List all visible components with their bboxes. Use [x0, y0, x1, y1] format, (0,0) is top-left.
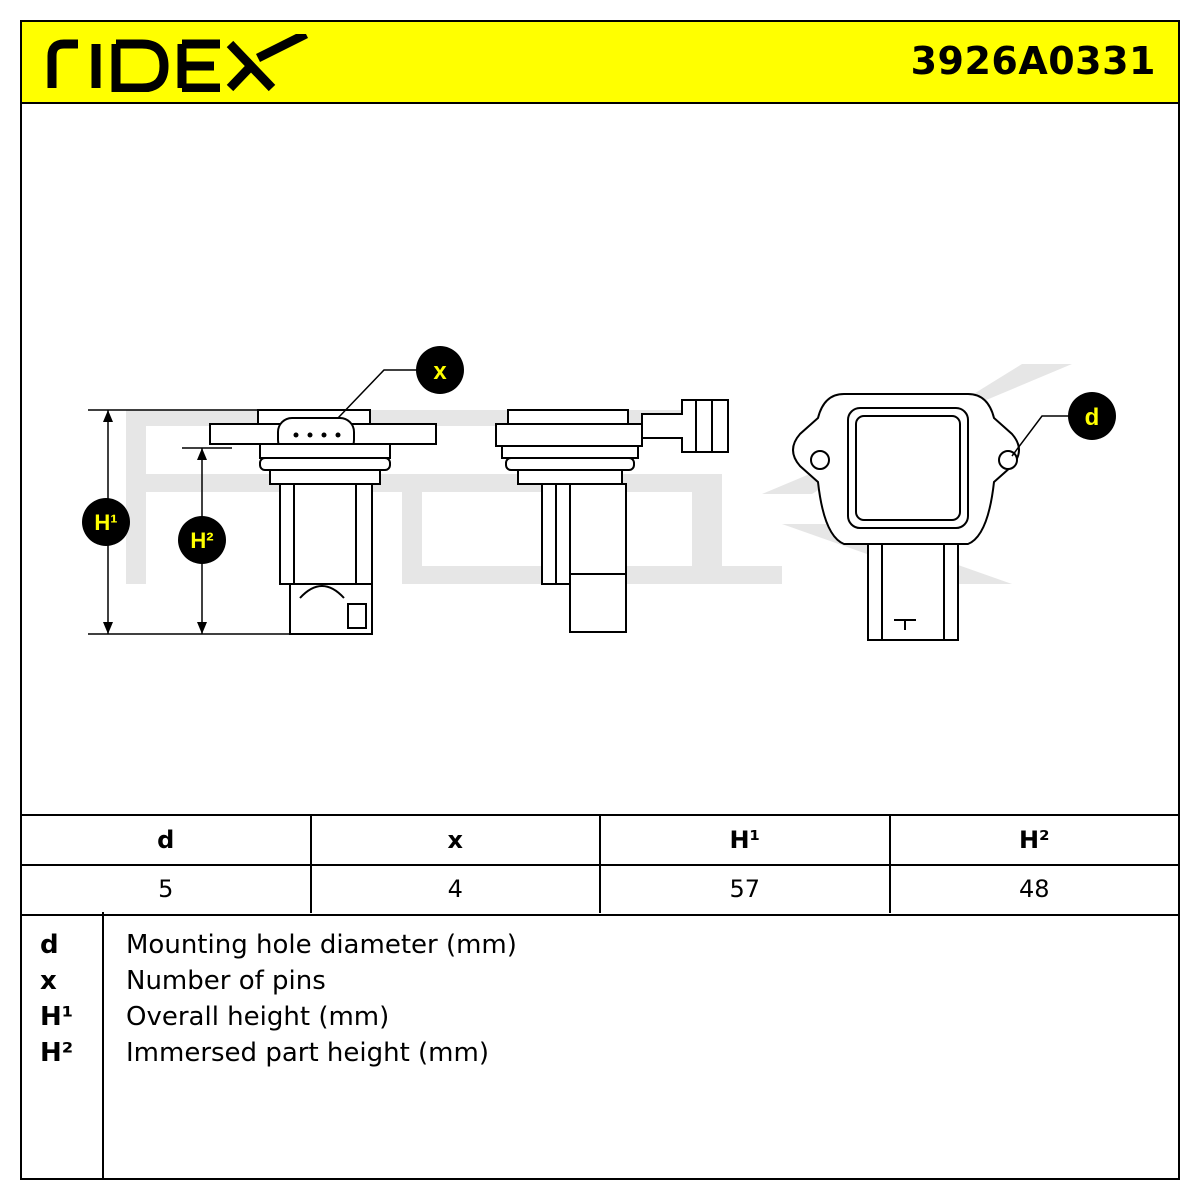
- callout-h2-label: H²: [190, 528, 213, 553]
- spec-header-d: d: [22, 816, 312, 864]
- legend-divider: [102, 912, 104, 1178]
- legend-description: Immersed part height (mm): [126, 1038, 489, 1068]
- header-bar: 3926A0331: [22, 22, 1178, 104]
- spec-table: d x H¹ H² 5 4 57 48: [22, 814, 1178, 916]
- ridex-logo: [47, 34, 309, 92]
- spec-value-row: 5 4 57 48: [22, 865, 1178, 913]
- technical-drawing: x d H¹ H²: [22, 104, 1178, 814]
- spec-header-x: x: [312, 816, 601, 864]
- legend: d Mounting hole diameter (mm) x Number o…: [22, 912, 1178, 1178]
- callout-d-label: d: [1085, 404, 1100, 431]
- callout-h2: H²: [178, 516, 226, 564]
- callout-h1-label: H¹: [94, 510, 117, 535]
- spec-value-x: 4: [312, 865, 601, 913]
- legend-item: x Number of pins: [22, 966, 1178, 1002]
- spec-value-h1: 57: [601, 865, 891, 913]
- sensor-top-view: [792, 393, 1020, 641]
- legend-symbol: H¹: [40, 1002, 74, 1032]
- spec-header-row: d x H¹ H²: [22, 816, 1178, 866]
- connector-pins: [293, 432, 341, 438]
- callout-leaders: [337, 369, 1070, 457]
- callout-x-label: x: [433, 358, 447, 385]
- legend-symbol: d: [40, 930, 59, 960]
- legend-description: Mounting hole diameter (mm): [126, 930, 517, 960]
- legend-description: Number of pins: [126, 966, 326, 996]
- spec-header-h1: H¹: [601, 816, 891, 864]
- sensor-side-view: [495, 399, 729, 633]
- legend-symbol: H²: [40, 1038, 74, 1068]
- drawing-canvas: x d H¹ H²: [82, 346, 1116, 641]
- legend-item: H² Immersed part height (mm): [22, 1038, 1178, 1074]
- dimension-arrows: [103, 410, 207, 634]
- spec-header-h2: H²: [1018, 826, 1050, 854]
- callout-x: x: [416, 346, 464, 394]
- callout-d: d: [1068, 392, 1116, 440]
- legend-item: H¹ Overall height (mm): [22, 1002, 1178, 1038]
- legend-symbol: x: [40, 966, 57, 996]
- callout-h1: H¹: [82, 498, 130, 546]
- sensor-front-view: [209, 409, 437, 635]
- legend-item: d Mounting hole diameter (mm): [22, 930, 1178, 966]
- spec-value-h2: 48: [1018, 875, 1050, 903]
- part-number: 3926A0331: [910, 39, 1156, 83]
- product-sheet: 3926A0331: [20, 20, 1180, 1180]
- legend-description: Overall height (mm): [126, 1002, 390, 1032]
- spec-value-d: 5: [22, 865, 312, 913]
